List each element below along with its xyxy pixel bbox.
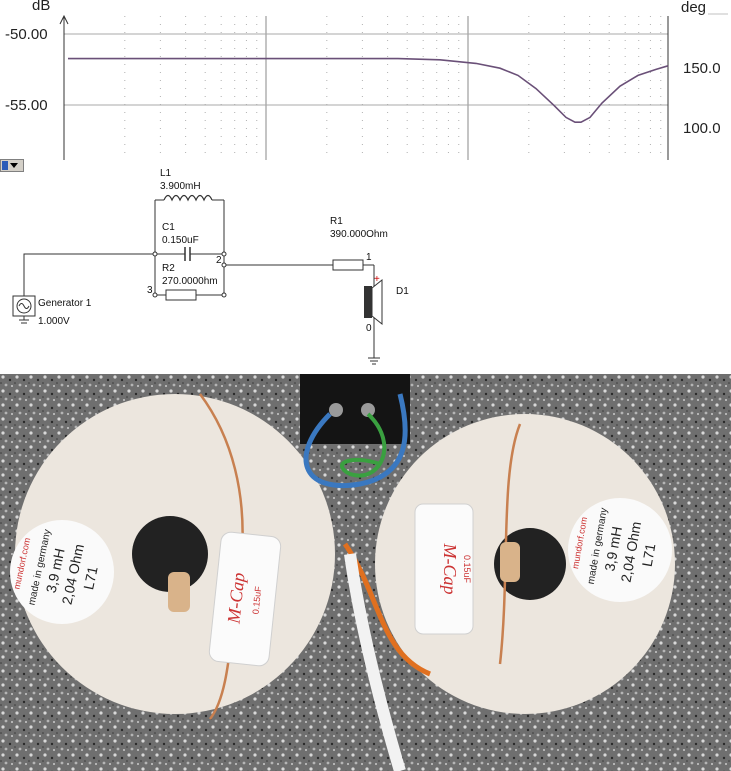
generator-ground-icon: [19, 316, 29, 324]
speaker-d1-cone: [371, 278, 383, 326]
l1-value-label: 3.900mH: [160, 181, 201, 192]
node-terminal-right-top: [221, 251, 227, 257]
green-wire: [340, 412, 387, 478]
sine-wave-icon: [18, 303, 30, 309]
node-terminal-right-mid: [221, 262, 227, 268]
chart-horizontal-gridlines: [64, 33, 668, 106]
ground-icon: [368, 357, 380, 365]
c1-name-label: C1: [162, 222, 175, 233]
node-terminal-right-bottom: [221, 292, 227, 298]
left-coil-sticker: [10, 520, 114, 624]
speaker-d1-body: [364, 286, 372, 318]
r2-value-label: 270.0000hm: [162, 276, 218, 287]
left-coil-bore: [132, 516, 208, 592]
dropdown-color-strip: [2, 161, 8, 170]
right-coil-sticker: [568, 498, 672, 602]
right-resistor: [500, 542, 520, 582]
node-label-3: 3: [147, 285, 153, 296]
right-axis-label: deg: [681, 0, 706, 16]
left-coil-model: L71: [80, 565, 101, 591]
node-label-1: 1: [366, 252, 372, 263]
r1-name-label: R1: [330, 216, 343, 227]
c1-value-label: 0.150uF: [162, 235, 199, 246]
right-coil-model: L71: [639, 542, 659, 568]
terminal-block: [300, 374, 410, 444]
crossover-photo: mundorf.com made in germany 3,9 mH 2,04 …: [0, 374, 731, 771]
right-capacitor-text: M-Cap 0.15uF: [440, 543, 472, 595]
inductor-l1-symbol: [163, 194, 213, 202]
crossover-schematic: L1 3.900mH C1 0.150uF R2 270.0000hm 2 3 …: [12, 168, 409, 365]
node-terminal-left-bottom: [152, 292, 158, 298]
r2-name-label: R2: [162, 263, 175, 274]
left-axis-arrow: [59, 14, 69, 25]
copper-lead-right: [498, 423, 522, 665]
d1-name-label: D1: [396, 286, 409, 297]
node-label-0: 0: [366, 323, 372, 334]
terminal-screw-right: [361, 403, 375, 417]
left-resistor: [168, 572, 190, 612]
wire-generator-to-network: [23, 253, 155, 296]
l1-name-label: L1: [160, 168, 172, 179]
r1-value-label: 390.000Ohm: [330, 229, 388, 240]
frequency-response-chart: dB -50.00 -55.00 deg 150.0 100.0: [5, 0, 728, 160]
right-capacitor-brand: M-Cap: [440, 543, 460, 595]
chevron-down-icon: [10, 163, 18, 168]
right-capacitor: [414, 503, 474, 635]
white-wire: [344, 553, 406, 771]
phase-curve: [68, 57, 669, 123]
right-capacitor-value: 0.15uF: [462, 555, 472, 584]
left-tick-label-1: -50.00: [5, 26, 48, 43]
right-coil-inductance: 3,9 mH: [601, 525, 625, 572]
right-tick-label-1: 150.0: [683, 60, 721, 77]
speaker-plus-label: +: [374, 274, 380, 285]
left-axis-label: dB: [32, 0, 50, 14]
left-capacitor: [208, 531, 282, 667]
left-capacitor-value: 0.15uF: [250, 585, 263, 614]
left-tick-label-2: -55.00: [5, 97, 48, 114]
terminal-screw-left: [329, 403, 343, 417]
generator-value-label: 1.000V: [38, 316, 70, 327]
blue-wire: [303, 393, 408, 488]
chart-vertical-gridlines: [63, 16, 662, 160]
node-label-2: 2: [216, 255, 222, 266]
resistor-r1-symbol: [332, 259, 364, 271]
generator-name-label: Generator 1: [38, 298, 92, 309]
right-tick-label-2: 100.0: [683, 120, 721, 137]
node-terminal-left-top: [152, 251, 158, 257]
view-dropdown-button[interactable]: [0, 159, 24, 172]
resistor-r2-symbol: [165, 289, 197, 301]
left-capacitor-text: M-Cap 0.15uF: [223, 572, 263, 626]
